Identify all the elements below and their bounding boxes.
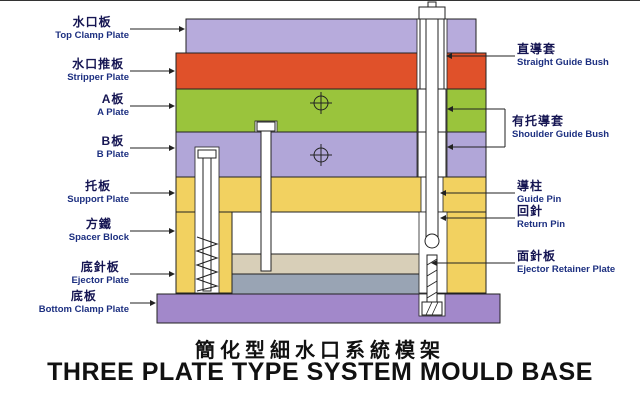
guide-pin-assembly — [416, 1, 448, 317]
label-en-text: A Plate — [97, 107, 129, 118]
label-en-text: Guide Pin — [517, 194, 562, 205]
mould-section-drawing — [130, 1, 515, 324]
guide-pin-head — [418, 6, 446, 20]
label-guide-pin: 導柱 Guide Pin — [517, 180, 561, 205]
label-cn-text: 水口板 — [72, 15, 112, 29]
label-cn-text: 水口推板 — [72, 57, 125, 71]
label-straight-guide-bush: 直導套 Straight Guide Bush — [517, 43, 609, 68]
label-bottom-clamp-plate: 底板 Bottom Clamp Plate — [39, 290, 129, 315]
label-support-plate: 托板 Support Plate — [67, 180, 129, 205]
label-en-text: Stripper Plate — [67, 72, 129, 83]
label-en-text: Spacer Block — [68, 232, 129, 243]
label-en-text: Top Clamp Plate — [55, 30, 129, 41]
label-cn-text: 底板 — [70, 289, 97, 303]
right-leader-lines — [431, 53, 515, 266]
left-pin-head — [197, 149, 217, 159]
label-cn-text: 直導套 — [517, 42, 557, 56]
label-ejector-plate: 底針板 Ejector Plate — [71, 261, 129, 286]
label-a-plate: A板 A Plate — [97, 93, 129, 118]
left-leader-lines — [130, 26, 185, 306]
label-cn-text: 面針板 — [517, 249, 557, 263]
bottom-clamp-plate-shape — [156, 293, 501, 324]
label-en-text: Return Pin — [517, 219, 566, 230]
label-en-text: Shoulder Guide Bush — [512, 129, 610, 140]
label-cn-text: A板 — [101, 92, 125, 106]
center-pin-assembly — [254, 120, 278, 272]
title-chinese: 簡化型細水口系統模架 — [195, 340, 445, 362]
label-cn-text: 方鐵 — [85, 217, 112, 231]
label-spacer-block: 方鐵 Spacer Block — [69, 218, 129, 243]
label-shoulder-guide-bush: 有托導套 Shoulder Guide Bush — [512, 115, 609, 140]
label-cn-text: B板 — [101, 134, 125, 148]
label-stripper-plate: 水口推板 Stripper Plate — [67, 58, 129, 83]
left-pin-shape — [202, 157, 212, 292]
return-pin-head — [421, 301, 443, 316]
spring-shape — [195, 236, 219, 292]
label-en-text: Ejector Plate — [71, 275, 129, 286]
label-b-plate: B板 B Plate — [97, 135, 129, 160]
guide-pin-tip — [424, 233, 440, 249]
spring-return-pin-assembly — [194, 146, 220, 294]
guide-pin-shape — [425, 17, 439, 239]
label-cn-text: 托板 — [85, 179, 112, 193]
label-cn-text: 回針 — [517, 204, 544, 218]
puller-pin-head — [256, 121, 276, 132]
label-en-text: Ejector Retainer Plate — [517, 264, 616, 275]
label-en-text: B Plate — [96, 149, 129, 160]
label-ejector-retainer-plate: 面針板 Ejector Retainer Plate — [517, 250, 615, 275]
ejector-plate-shape — [231, 273, 431, 295]
screw-center-marks — [310, 92, 332, 166]
title-english: THREE PLATE TYPE SYSTEM MOULD BASE — [47, 358, 593, 386]
label-top-clamp-plate: 水口板 Top Clamp Plate — [55, 16, 129, 41]
label-cn-text: 底針板 — [80, 260, 120, 274]
label-cn-text: 導柱 — [517, 179, 544, 193]
label-en-text: Support Plate — [67, 194, 129, 205]
label-cn-text: 有托導套 — [512, 114, 565, 128]
label-en-text: Bottom Clamp Plate — [38, 304, 129, 315]
puller-pin-shape — [260, 130, 272, 272]
label-return-pin: 回針 Return Pin — [517, 205, 565, 230]
label-en-text: Straight Guide Bush — [517, 57, 609, 68]
